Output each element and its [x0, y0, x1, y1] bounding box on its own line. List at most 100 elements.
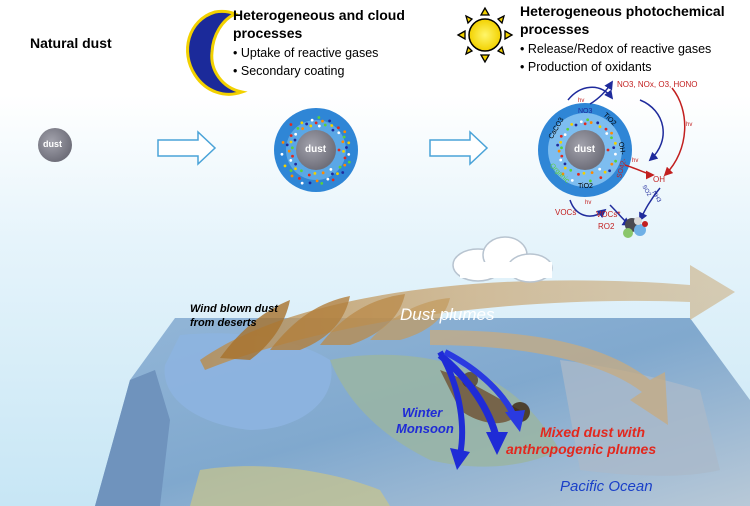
hv-right-label: hv	[686, 122, 693, 128]
pacific-ocean-label: Pacific Ocean	[560, 478, 653, 495]
coating-dot	[579, 120, 583, 124]
coating-dot	[561, 172, 565, 176]
coated-dust-label: dust	[305, 144, 327, 155]
coating-dot	[294, 132, 298, 136]
photo-bullet-1-text: Release/Redox of reactive gases	[527, 42, 712, 56]
coating-dot	[289, 134, 293, 137]
coating-dot	[583, 122, 587, 126]
coating-dot	[563, 166, 567, 170]
coating-dot	[586, 118, 590, 122]
coating-dot	[598, 125, 602, 129]
photo-process-title-line1: Heterogeneous photochemical	[520, 3, 725, 19]
coating-dot	[559, 158, 563, 162]
coating-dot	[281, 141, 285, 144]
hv-top-label: hv	[578, 98, 585, 104]
oh-label: OH	[653, 175, 665, 184]
coating-dot	[610, 162, 614, 166]
vocs-left-label: VOCs	[555, 208, 577, 217]
coating-dot	[336, 126, 340, 130]
coating-dot	[294, 167, 297, 171]
coating-dot	[603, 170, 607, 174]
coating-dot	[560, 154, 564, 158]
coating-dot	[560, 146, 563, 150]
coating-dot	[331, 172, 334, 176]
cloud-icon	[452, 236, 553, 283]
cloud-bullet-2-text: Secondary coating	[240, 64, 345, 78]
coating-dot	[280, 152, 284, 156]
coating-dot	[577, 172, 580, 176]
coating-dot	[300, 181, 304, 185]
coating-dot	[310, 118, 314, 122]
coating-dot	[566, 127, 570, 131]
no3-label: NO3	[578, 108, 593, 115]
mixed-dust-line2: anthropogenic plumes	[506, 441, 657, 457]
coating-dot	[338, 165, 342, 169]
coating-dot	[323, 123, 327, 127]
coating-dot	[329, 167, 333, 171]
coating-dot	[331, 178, 335, 182]
dust-plumes-label: Dust plumes	[400, 305, 495, 324]
coating-dot	[320, 182, 324, 185]
coating-dot	[570, 122, 574, 126]
coating-dot	[343, 130, 347, 134]
coating-dot	[315, 179, 319, 183]
hv-mid-label: hv	[632, 158, 639, 164]
coating-dot	[556, 143, 560, 147]
coating-dot	[589, 121, 593, 124]
coating-dot	[610, 136, 613, 140]
coating-dot	[330, 124, 334, 127]
coating-dot	[347, 153, 351, 156]
coating-dot	[289, 140, 293, 144]
coating-dot	[569, 168, 573, 172]
coating-dot	[559, 140, 563, 144]
coating-dot	[289, 159, 293, 162]
coating-dot	[309, 124, 313, 128]
coating-dot	[342, 135, 346, 139]
coating-dot	[291, 154, 294, 158]
natural-dust-particle	[38, 128, 72, 162]
coating-dot	[570, 178, 574, 182]
coating-dot	[321, 119, 324, 123]
coating-dot	[605, 132, 609, 135]
coating-dot	[301, 127, 304, 131]
coating-dot	[331, 128, 335, 132]
coating-dot	[314, 121, 318, 125]
photo-process-title-line2: processes	[520, 21, 590, 37]
coating-dot	[300, 121, 304, 125]
ro2-label: RO2	[598, 222, 615, 231]
coating-dot	[608, 169, 612, 173]
coating-dot	[614, 152, 617, 156]
coating-dot	[297, 176, 301, 180]
natural-dust-label: dust	[43, 139, 62, 149]
coating-dot	[347, 160, 351, 164]
coating-dot	[313, 171, 317, 175]
winter-monsoon-line1: Winter	[402, 405, 443, 420]
coating-dot	[582, 171, 586, 175]
coating-dot	[342, 150, 345, 153]
chemistry-arrows	[567, 80, 686, 226]
hv-bottom-label: hv	[585, 200, 592, 206]
sun-icon	[456, 6, 514, 64]
coating-dot	[599, 176, 603, 179]
coated-dust-particle	[274, 108, 358, 192]
coating-dot	[293, 138, 297, 142]
coating-dot	[341, 171, 345, 174]
coating-dot	[598, 167, 602, 171]
winter-monsoon-arrows	[437, 349, 525, 470]
photo-bullet-2: • Production of oxidants	[520, 60, 652, 74]
coating-dot	[341, 140, 345, 144]
coating-dot	[289, 123, 293, 126]
coating-dot	[336, 172, 339, 176]
cloud-bullet-2: • Secondary coating	[233, 64, 345, 78]
coating-dot	[296, 126, 300, 130]
coating-dot	[317, 116, 321, 119]
cloud-process-title-line1: Heterogeneous and cloud	[233, 7, 405, 23]
photo-bullet-2-text: Production of oxidants	[527, 60, 652, 74]
cloud-bullet-1-text: Uptake of reactive gases	[240, 46, 379, 60]
moon-icon	[186, 9, 248, 96]
coating-dot	[307, 173, 311, 177]
wind-blown-label-line1: Wind blown dust	[190, 303, 278, 315]
coating-dot	[343, 163, 347, 167]
tio2-bottom-label: TiO2	[578, 183, 593, 190]
